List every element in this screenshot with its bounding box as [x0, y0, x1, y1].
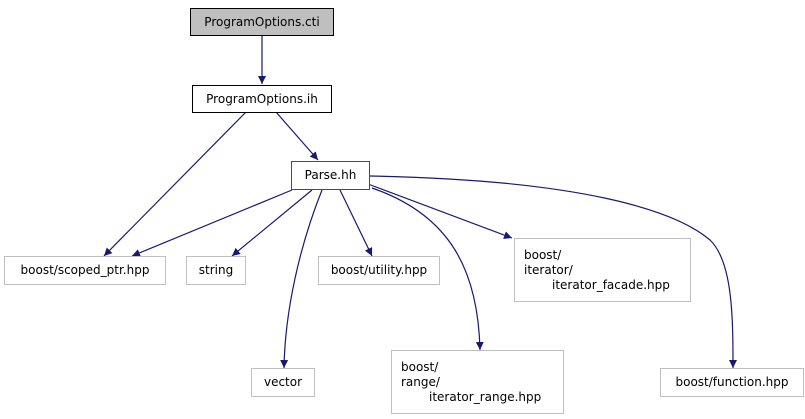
node-string[interactable]: string [186, 256, 246, 285]
node-boost-scoped-ptr[interactable]: boost/scoped_ptr.hpp [4, 256, 166, 285]
node-boost-utility[interactable]: boost/utility.hpp [318, 256, 440, 285]
iterator-range-line-3: iterator_range.hpp [429, 389, 542, 404]
node-boost-function[interactable]: boost/function.hpp [660, 368, 804, 397]
iterator-facade-line-1: boost/ [524, 247, 562, 262]
edge-parse-to-vector [280, 189, 323, 369]
node-vector[interactable]: vector [251, 368, 315, 397]
iterator-facade-line-2: iterator/ [524, 262, 573, 277]
node-boost-iterator-facade[interactable]: boost/ iterator/ iterator_facade.hpp [514, 238, 691, 302]
edge-parse-to-iterator-range [371, 187, 484, 351]
edge-parse-to-function [369, 175, 737, 369]
node-boost-iterator-range[interactable]: boost/ range/ iterator_range.hpp [391, 350, 564, 414]
edge-parse-to-iterator-facade [367, 183, 513, 239]
edge-ih-to-parse [275, 111, 319, 161]
edge-ih-to-scoped-ptr [103, 111, 247, 257]
edge-parse-to-utility [339, 189, 373, 257]
iterator-facade-line-3: iterator_facade.hpp [552, 277, 670, 292]
iterator-range-line-1: boost/ [401, 359, 439, 374]
iterator-range-line-2: range/ [401, 374, 440, 389]
node-program-options-ih[interactable]: ProgramOptions.ih [192, 85, 332, 113]
edge-parse-to-string [231, 189, 313, 257]
node-parse-hh[interactable]: Parse.hh [291, 161, 370, 190]
edge-parse-to-scoped-ptr [131, 189, 293, 257]
node-program-options-cti[interactable]: ProgramOptions.cti [190, 8, 334, 36]
